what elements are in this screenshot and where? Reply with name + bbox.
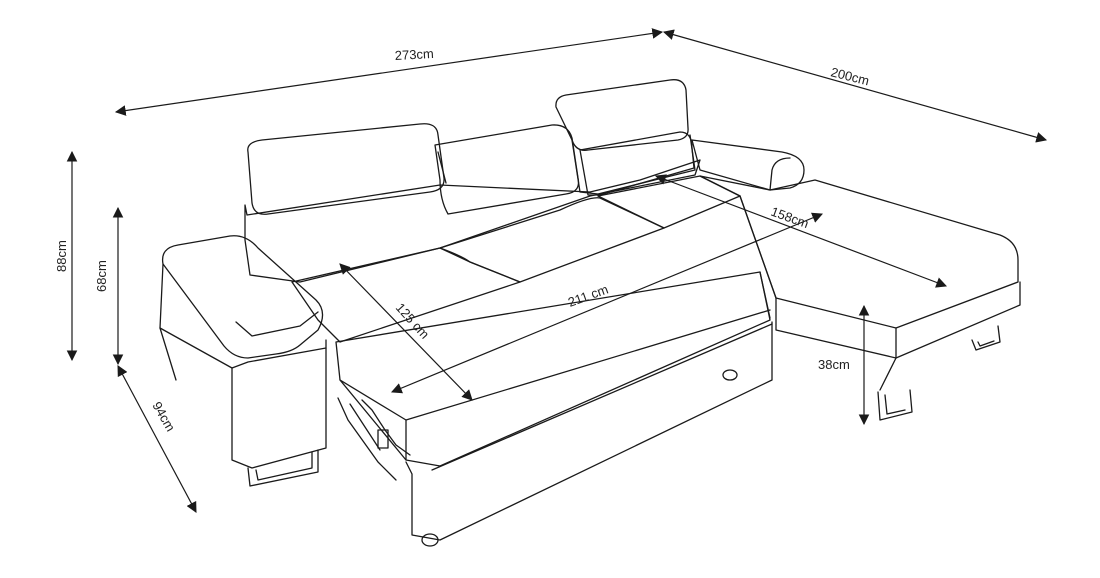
bed-mechanism (337, 397, 411, 481)
seat-cushion-corner (597, 175, 741, 229)
label-bed-depth: 125 cm (393, 300, 433, 342)
seat-cushion-left (291, 247, 521, 343)
arrow-depth (117, 365, 197, 513)
right-headrest (555, 79, 689, 151)
chaise-leg-front (877, 389, 913, 421)
seat-cushion-center (439, 197, 665, 283)
label-total-width: 273cm (394, 46, 434, 63)
left-armrest (161, 235, 324, 359)
label-total-height: 88cm (54, 240, 69, 272)
left-headrest (247, 123, 445, 215)
corner-back-cushion (579, 131, 695, 196)
left-arm-leg (247, 449, 319, 487)
arrow-chaise-seat (654, 174, 948, 288)
bed-wheel-back (722, 369, 738, 381)
chaise-seat (699, 175, 1019, 329)
bed-wheel-front (421, 533, 439, 547)
sofa-drawing (159, 79, 1021, 547)
chaise-leg-back (971, 325, 1001, 351)
label-bed-width: 211 cm (566, 281, 610, 309)
chaise-armrest (691, 139, 805, 191)
arrow-bed-depth (339, 263, 473, 401)
bed-pullout (335, 271, 771, 467)
center-headrest (434, 124, 580, 215)
arrow-total-width (114, 28, 664, 116)
label-depth: 94cm (149, 399, 178, 434)
label-chaise-leg: 38cm (818, 357, 850, 372)
label-seat-height: 68cm (94, 260, 109, 292)
dimension-arrows (66, 28, 1048, 513)
arrow-chaise-depth (662, 29, 1048, 143)
